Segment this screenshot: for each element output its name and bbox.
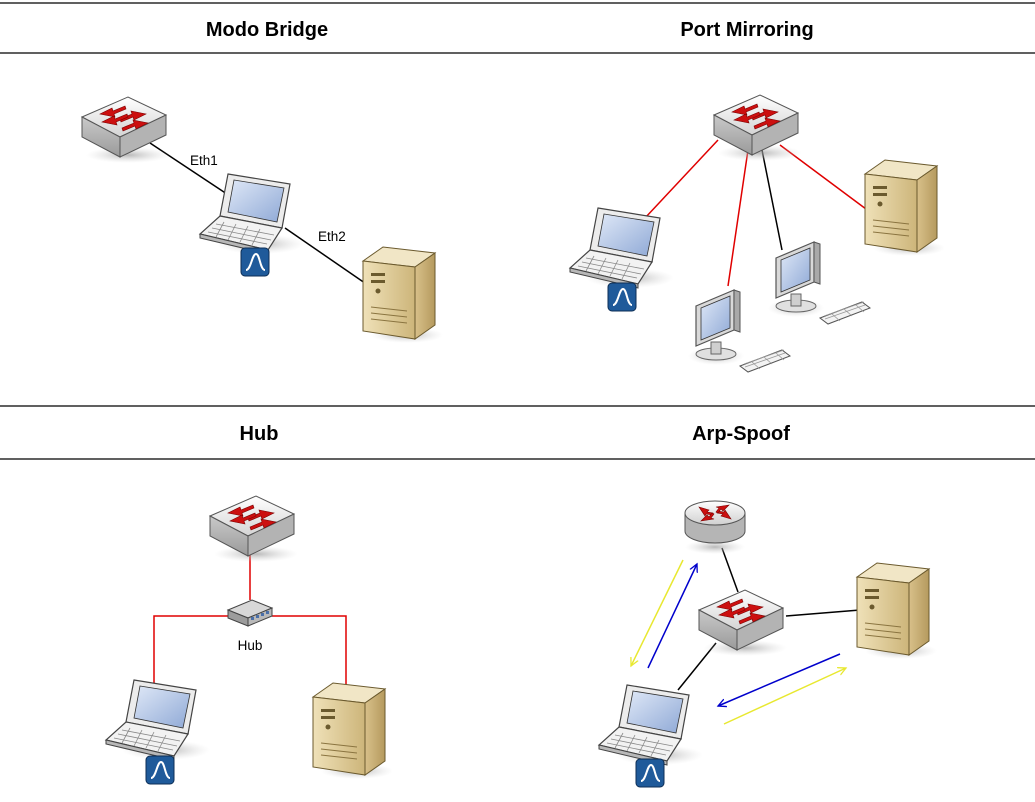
arrow-blue-server-to-laptop xyxy=(718,653,841,706)
switch-icon xyxy=(698,589,788,657)
mirror-link-hub-server xyxy=(272,615,347,698)
panel-arp-spoof xyxy=(598,500,938,788)
sniffer-badge-icon xyxy=(240,247,270,277)
mirror-link-hub-laptop xyxy=(153,615,228,688)
arrow-blue-laptop-to-router xyxy=(647,564,697,669)
laptop-icon xyxy=(105,679,211,761)
label-eth1: Eth1 xyxy=(190,153,218,168)
panel-title-arp-spoof: Arp-Spoof xyxy=(692,423,790,445)
mirror-link-laptop xyxy=(644,139,719,219)
sniffer-badge-icon xyxy=(145,755,175,785)
link-eth2 xyxy=(284,227,376,291)
sniffer-badge-icon xyxy=(635,758,665,788)
server-icon xyxy=(362,246,444,344)
laptop-icon xyxy=(569,207,675,289)
server-icon xyxy=(856,562,938,660)
arrow-yellow-laptop-to-server xyxy=(723,668,846,725)
mirror-link-desktop-1 xyxy=(727,149,749,287)
link-switch-server xyxy=(785,609,861,617)
panel-hub: Hub xyxy=(105,495,394,785)
label-eth2: Eth2 xyxy=(318,229,346,244)
label-hub: Hub xyxy=(238,638,263,653)
panel-title-port-mirroring: Port Mirroring xyxy=(680,19,813,41)
panel-title-hub: Hub xyxy=(240,423,279,445)
link-router-switch xyxy=(721,547,739,593)
server-icon xyxy=(312,682,394,780)
laptop-icon xyxy=(598,684,704,766)
desktop-icon xyxy=(767,241,871,325)
panel-modo-bridge: Eth1 Eth2 xyxy=(81,96,444,344)
switch-icon xyxy=(209,495,299,563)
panel-title-modo-bridge: Modo Bridge xyxy=(206,19,328,41)
switch-icon xyxy=(713,94,803,162)
arrow-yellow-router-to-laptop xyxy=(631,559,684,666)
link-desktop-2 xyxy=(761,149,783,251)
panel-port-mirroring xyxy=(569,94,946,373)
switch-icon xyxy=(81,96,171,164)
hub-icon xyxy=(227,599,273,627)
router-icon xyxy=(684,500,746,555)
frame-rules xyxy=(0,2,1035,460)
sniffer-badge-icon xyxy=(607,282,637,312)
server-icon xyxy=(864,159,946,257)
